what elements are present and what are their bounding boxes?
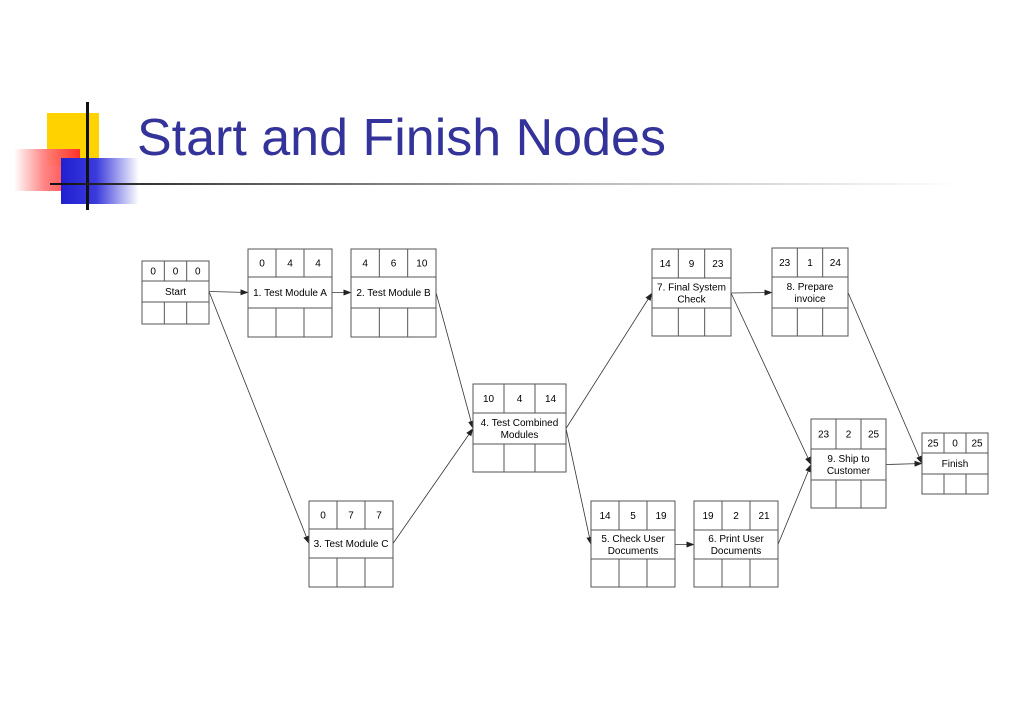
edge-n2-to-n4: [435, 292, 474, 429]
edge-start-to-n3: [208, 291, 310, 544]
node-label: 7. Final System: [657, 283, 726, 294]
node-value: 6: [391, 259, 397, 270]
node-value: 14: [545, 394, 557, 405]
node-label: Customer: [827, 466, 871, 477]
node-value: 14: [660, 259, 672, 270]
node-value: 19: [702, 511, 714, 522]
edge-n4-to-n5: [565, 428, 593, 545]
edge-n7-to-n9: [730, 292, 812, 465]
edge-n9-to-finish: [885, 460, 923, 467]
node-value: 21: [758, 511, 770, 522]
node-label: 4. Test Combined: [481, 418, 559, 429]
node-value: 14: [599, 511, 611, 522]
node-label: 2. Test Module B: [356, 288, 431, 299]
decor-vertical-line: [86, 102, 89, 210]
node-n1: 0 4 4 1. Test Module A: [247, 248, 333, 338]
node-value: 24: [830, 258, 842, 269]
node-value: 23: [779, 258, 791, 269]
node-value: 2: [733, 511, 739, 522]
node-value: 9: [689, 259, 695, 270]
node-value: 4: [287, 259, 293, 270]
node-label: 3. Test Module C: [314, 539, 389, 550]
node-value: 25: [927, 439, 939, 450]
node-label: 8. Prepare: [787, 282, 834, 293]
node-value: 4: [362, 259, 368, 270]
node-label: Documents: [711, 546, 762, 557]
node-value: 23: [818, 430, 830, 441]
node-label: 6. Print User: [708, 534, 764, 545]
node-label: invoice: [794, 294, 826, 305]
node-value: 25: [971, 439, 983, 450]
edge-n4-to-n7: [565, 292, 653, 429]
node-value: 0: [320, 511, 326, 522]
title-underline: [50, 183, 960, 185]
node-label: Modules: [501, 430, 539, 441]
node-n2: 4 6 10 2. Test Module B: [350, 248, 437, 338]
node-value: 10: [416, 259, 428, 270]
node-label: Check: [677, 295, 706, 306]
edge-n6-to-n9: [777, 464, 812, 545]
node-value: 19: [655, 511, 667, 522]
slide-title: Start and Finish Nodes: [137, 109, 666, 167]
edge-n7-to-n8: [730, 289, 773, 296]
node-value: 25: [868, 430, 880, 441]
node-value: 0: [952, 439, 958, 450]
node-value: 0: [259, 259, 265, 270]
node-value: 0: [150, 267, 156, 278]
node-value: 5: [630, 511, 636, 522]
node-value: 4: [315, 259, 321, 270]
node-label: Documents: [608, 546, 659, 557]
node-label: Finish: [942, 459, 969, 470]
node-label: Start: [165, 287, 186, 298]
node-value: 7: [348, 511, 354, 522]
edge-n8-to-finish: [847, 292, 923, 464]
node-value: 0: [173, 267, 179, 278]
decor-blue-square: [61, 158, 139, 204]
node-label: 9. Ship to: [827, 454, 870, 465]
node-value: 2: [846, 430, 852, 441]
node-value: 0: [195, 267, 201, 278]
edge-n3-to-n4: [392, 428, 474, 544]
node-value: 1: [807, 258, 813, 269]
edge-start-to-n1: [208, 289, 249, 296]
node-label: 1. Test Module A: [253, 288, 327, 299]
node-label: 5. Check User: [601, 534, 665, 545]
node-value: 23: [712, 259, 724, 270]
node-value: 4: [517, 394, 523, 405]
node-value: 7: [376, 511, 382, 522]
node-n3: 0 7 7 3. Test Module C: [308, 500, 394, 588]
node-value: 10: [483, 394, 495, 405]
